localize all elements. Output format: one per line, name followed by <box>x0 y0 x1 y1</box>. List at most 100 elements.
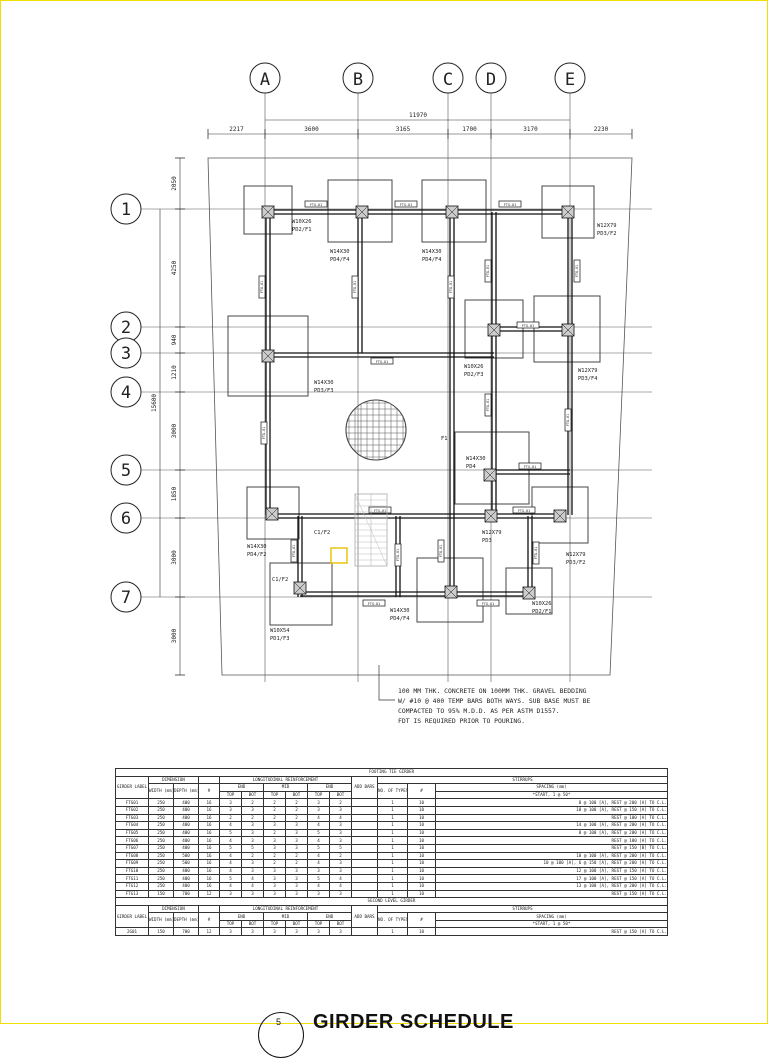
footing-mark-label: PD4/F4 <box>390 616 409 622</box>
schedule-cell: 3 <box>307 866 330 876</box>
schedule-cell <box>351 866 378 876</box>
slab-outline <box>207 157 633 676</box>
schedule-cell <box>351 798 378 807</box>
beam-tag <box>484 259 492 283</box>
schedule-cell: 250 <box>148 821 174 830</box>
footing-mark-label: PD4 <box>466 464 476 470</box>
beam-tag <box>518 462 542 470</box>
header-end: END <box>219 783 264 792</box>
footing-mark-label: PD3/F4 <box>578 376 597 382</box>
schedule-cell: 2 <box>241 851 264 861</box>
beam-tag <box>564 408 572 432</box>
schedule-cell: 2 <box>285 859 308 868</box>
schedule-cell: 10 <box>407 843 436 853</box>
schedule-cell: 4 <box>307 821 330 830</box>
schedule-cell: 5 <box>219 874 242 883</box>
schedule-cell: 3 <box>307 927 330 937</box>
schedule-cell: 150 <box>148 889 174 899</box>
grid-bubble <box>110 581 142 613</box>
grid-row-label: 2 <box>121 318 131 338</box>
header-longitudinal: LONGITUDINAL REINFORCEMENT <box>219 904 352 914</box>
beam-tag <box>394 543 402 567</box>
schedule-cell: 3 <box>219 798 242 807</box>
schedule-cell: 16 <box>198 881 220 891</box>
header-bot: BOT <box>241 790 264 800</box>
schedule-cell: 3 <box>329 836 352 845</box>
grid-column-label: E <box>565 70 575 90</box>
schedule-cell: 1 <box>377 798 408 807</box>
schedule-cell <box>351 859 378 868</box>
schedule-cell: 16 <box>198 828 220 838</box>
row-spacing-dimension: 1210 <box>171 365 178 380</box>
schedule-cell: REST @ 150 [A] TO C.L. <box>434 927 669 937</box>
schedule-cell <box>351 836 378 845</box>
footing-pad <box>327 179 393 243</box>
beam-tag <box>437 539 445 563</box>
schedule-cell: 400 <box>173 805 199 815</box>
beam-tag-text: FTG-01 <box>396 549 400 561</box>
beam-tag <box>447 275 455 299</box>
footing-mark-label: PD4/F2 <box>247 552 266 558</box>
schedule-cell: 3 <box>285 843 308 853</box>
schedule-cell: 3 <box>241 889 264 899</box>
schedule-cell: 3 <box>241 866 264 876</box>
beam-tag-text: FTG-01 <box>486 399 490 411</box>
schedule-cell: 2 <box>241 798 264 807</box>
column-cross <box>261 205 275 219</box>
schedule-cell: 3 <box>329 828 352 838</box>
beam-tag <box>516 321 540 329</box>
schedule-cell: 4 <box>219 821 242 830</box>
schedule-cell: 3 <box>263 821 286 830</box>
schedule-cell: 3 <box>263 843 286 853</box>
schedule-cell: 250 <box>148 828 174 838</box>
beam-tag <box>476 599 500 607</box>
footing-mark-label: PD3 <box>482 538 492 544</box>
column-cross <box>484 509 498 523</box>
grid-row-label: 6 <box>121 509 131 529</box>
schedule-cell: 12 <box>198 927 220 937</box>
column-mark-label: C1/F2 <box>314 530 330 536</box>
header-stirrups: STIRRUPS <box>376 775 669 785</box>
beam-tag-text: FTG-01 <box>376 360 388 364</box>
schedule-cell: 5 <box>307 874 330 883</box>
schedule-cell: 1 <box>377 859 408 868</box>
column-cross <box>293 581 307 595</box>
girder-label-cell: FTG09 <box>115 859 149 868</box>
schedule-cell: 400 <box>173 798 199 807</box>
footing-size-label: W10X26 <box>464 364 483 370</box>
schedule-cell: 3 <box>285 828 308 838</box>
grid-row-label: 4 <box>121 383 131 403</box>
schedule-cell: 10 <box>407 881 436 891</box>
column-spacing-dimension: 2230 <box>594 126 609 133</box>
schedule-cell <box>351 851 378 861</box>
schedule-cell: 5 <box>219 828 242 838</box>
beam-tag-text: FTG-01 <box>353 281 357 293</box>
beam-tag-text: FTG-01 <box>575 265 579 277</box>
header-bot: BOT <box>329 790 352 800</box>
grid-bubble <box>475 62 507 94</box>
beam-tag <box>573 259 581 283</box>
schedule-cell: 4 <box>329 874 352 883</box>
schedule-cell: 400 <box>173 828 199 838</box>
schedule-cell: 3 <box>241 927 264 937</box>
schedule-cell: 1 <box>377 843 408 853</box>
footing-pad <box>269 562 333 626</box>
schedule-cell: 5 <box>241 843 264 853</box>
beam-tag-text: FTG-01 <box>534 547 538 559</box>
schedule-cell: 2 <box>263 798 286 807</box>
footing-size-label: W12X79 <box>482 530 501 536</box>
girder-label-cell: FTG05 <box>115 828 149 838</box>
schedule-cell: 4 <box>219 881 242 891</box>
schedule-cell: 4 <box>219 859 242 868</box>
schedule-cell: 10 <box>407 866 436 876</box>
grid-bubble <box>110 454 142 486</box>
schedule-cell: 250 <box>148 851 174 861</box>
beam-tag-text: FTG-01 <box>449 281 453 293</box>
footing-size-label: W14X30 <box>314 380 333 386</box>
schedule-cell: 1 <box>377 828 408 838</box>
header-top: TOP <box>263 919 286 929</box>
schedule-cell: 10 @ 100 [A], REST @ 200 [A] TO C.L. <box>434 851 669 861</box>
header-mid: MID <box>263 783 308 792</box>
schedule-cell: 3 <box>307 798 330 807</box>
